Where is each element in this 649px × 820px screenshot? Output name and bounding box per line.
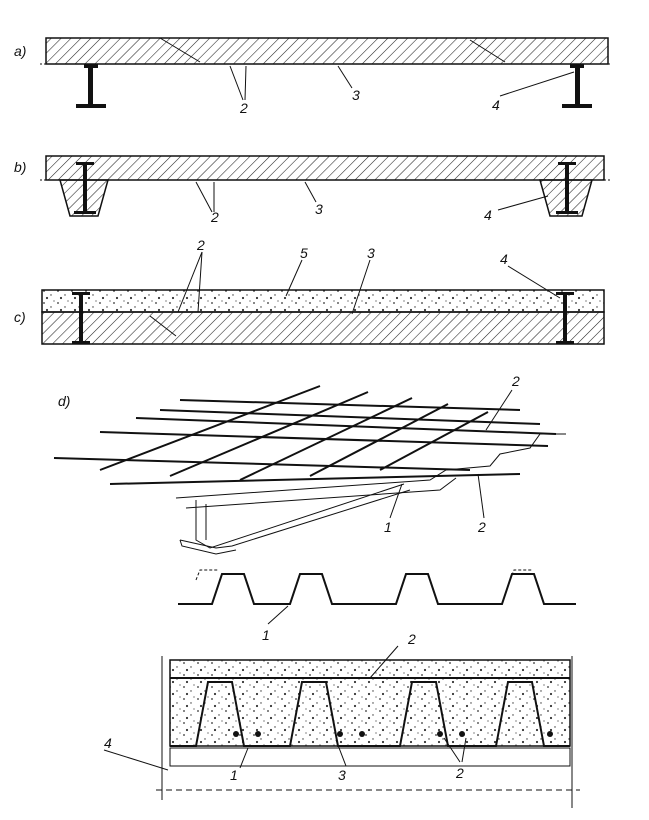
rebar-trans-3 [239, 397, 413, 481]
leader-2a-1 [229, 65, 244, 101]
section-d-label: d) [58, 393, 70, 409]
label-4-a: 4 [492, 97, 500, 113]
label-1-profile: 1 [262, 627, 270, 643]
i-beam-c-left [72, 292, 90, 344]
section-a: a) 2 3 4 [14, 37, 612, 116]
label-1-slab: 1 [230, 767, 238, 783]
i-beam-a-right [562, 64, 592, 108]
topping-c [41, 289, 605, 313]
encased-beam-b-left [59, 162, 109, 217]
rebar-long-3 [159, 409, 541, 425]
leader-2c-1 [177, 251, 203, 313]
leader-1-slab [239, 747, 249, 769]
label-5-c: 5 [300, 245, 308, 261]
section-a-label: a) [14, 43, 26, 59]
section-c: c) 2 5 3 4 [14, 237, 605, 345]
shear-connector-c [149, 315, 177, 337]
leader-4c [507, 265, 561, 299]
leader-2-slab-bottom-1 [443, 737, 461, 763]
leader-4a [499, 71, 575, 97]
leader-1d [389, 483, 403, 519]
deck-profile-line [178, 573, 576, 605]
section-c-label: c) [14, 309, 26, 325]
label-2-slab-bottom: 2 [455, 765, 464, 781]
section-b-label: b) [14, 159, 26, 175]
leader-2b-1 [195, 181, 213, 213]
label-3-a: 3 [352, 87, 360, 103]
deck-profile-lap-left [195, 569, 218, 581]
shear-connector-a-right [469, 39, 506, 63]
leader-3b [304, 181, 317, 203]
slab-a [45, 37, 609, 65]
leader-4-slab [103, 749, 169, 771]
deck-profile-lap-right [509, 569, 532, 581]
label-2-d-top: 2 [511, 373, 520, 389]
label-2-d-bottom: 2 [477, 519, 486, 535]
label-2-b: 2 [210, 209, 219, 225]
deck-in-slab [170, 681, 570, 747]
label-2-c: 2 [196, 237, 205, 253]
leader-2-slab-top [369, 645, 399, 679]
label-3-slab: 3 [338, 767, 346, 783]
section-d-perspective: d) 1 2 2 [53, 373, 566, 555]
leader-2-slab-bottom-2 [461, 737, 467, 763]
label-1-d: 1 [384, 519, 392, 535]
section-b: b) 2 3 4 [14, 155, 610, 225]
bottom-bars [233, 731, 553, 737]
rebar-trans-2 [169, 391, 369, 477]
label-4-c: 4 [500, 251, 508, 267]
rebar-long-5 [179, 399, 521, 411]
rebar-long-2 [135, 417, 557, 435]
leader-1-profile [267, 605, 289, 625]
leader-4b [497, 195, 549, 211]
label-4-b: 4 [484, 207, 492, 223]
leader-2c-2 [197, 251, 203, 313]
rebar-trans-1 [99, 385, 321, 471]
steel-beam-d [179, 483, 411, 555]
slab-c [41, 311, 605, 345]
shear-connector-a-left [159, 37, 201, 63]
slab-b [45, 155, 605, 181]
i-beam-a-left [76, 64, 106, 108]
label-3-c: 3 [367, 245, 375, 261]
leader-3-slab [335, 739, 347, 767]
label-2-a: 2 [239, 100, 248, 116]
leader-5c [285, 259, 303, 297]
rebar-trans-4 [309, 403, 449, 477]
leader-3c [351, 259, 371, 315]
encased-beam-b-right [539, 162, 593, 217]
concrete-fill [169, 659, 571, 747]
leader-2d-top [485, 389, 513, 431]
profiled-deck-edge-lower [185, 477, 457, 509]
rebar-long-6 [109, 473, 521, 485]
label-2-slab-top: 2 [407, 631, 416, 647]
beam-flange-band [169, 747, 571, 767]
leader-2a-2 [244, 65, 247, 101]
label-3-b: 3 [315, 201, 323, 217]
rebar-trans-5 [379, 411, 489, 471]
leader-2d-bottom [477, 473, 485, 519]
rebar-long-4 [53, 457, 471, 471]
profiled-deck-edge [175, 433, 566, 499]
leader-3a [337, 65, 353, 89]
i-beam-c-right [556, 292, 574, 344]
label-4-slab: 4 [104, 735, 112, 751]
composite-slab-section: 2 4 1 3 2 [103, 631, 580, 808]
deck-profile: 1 [178, 569, 576, 643]
